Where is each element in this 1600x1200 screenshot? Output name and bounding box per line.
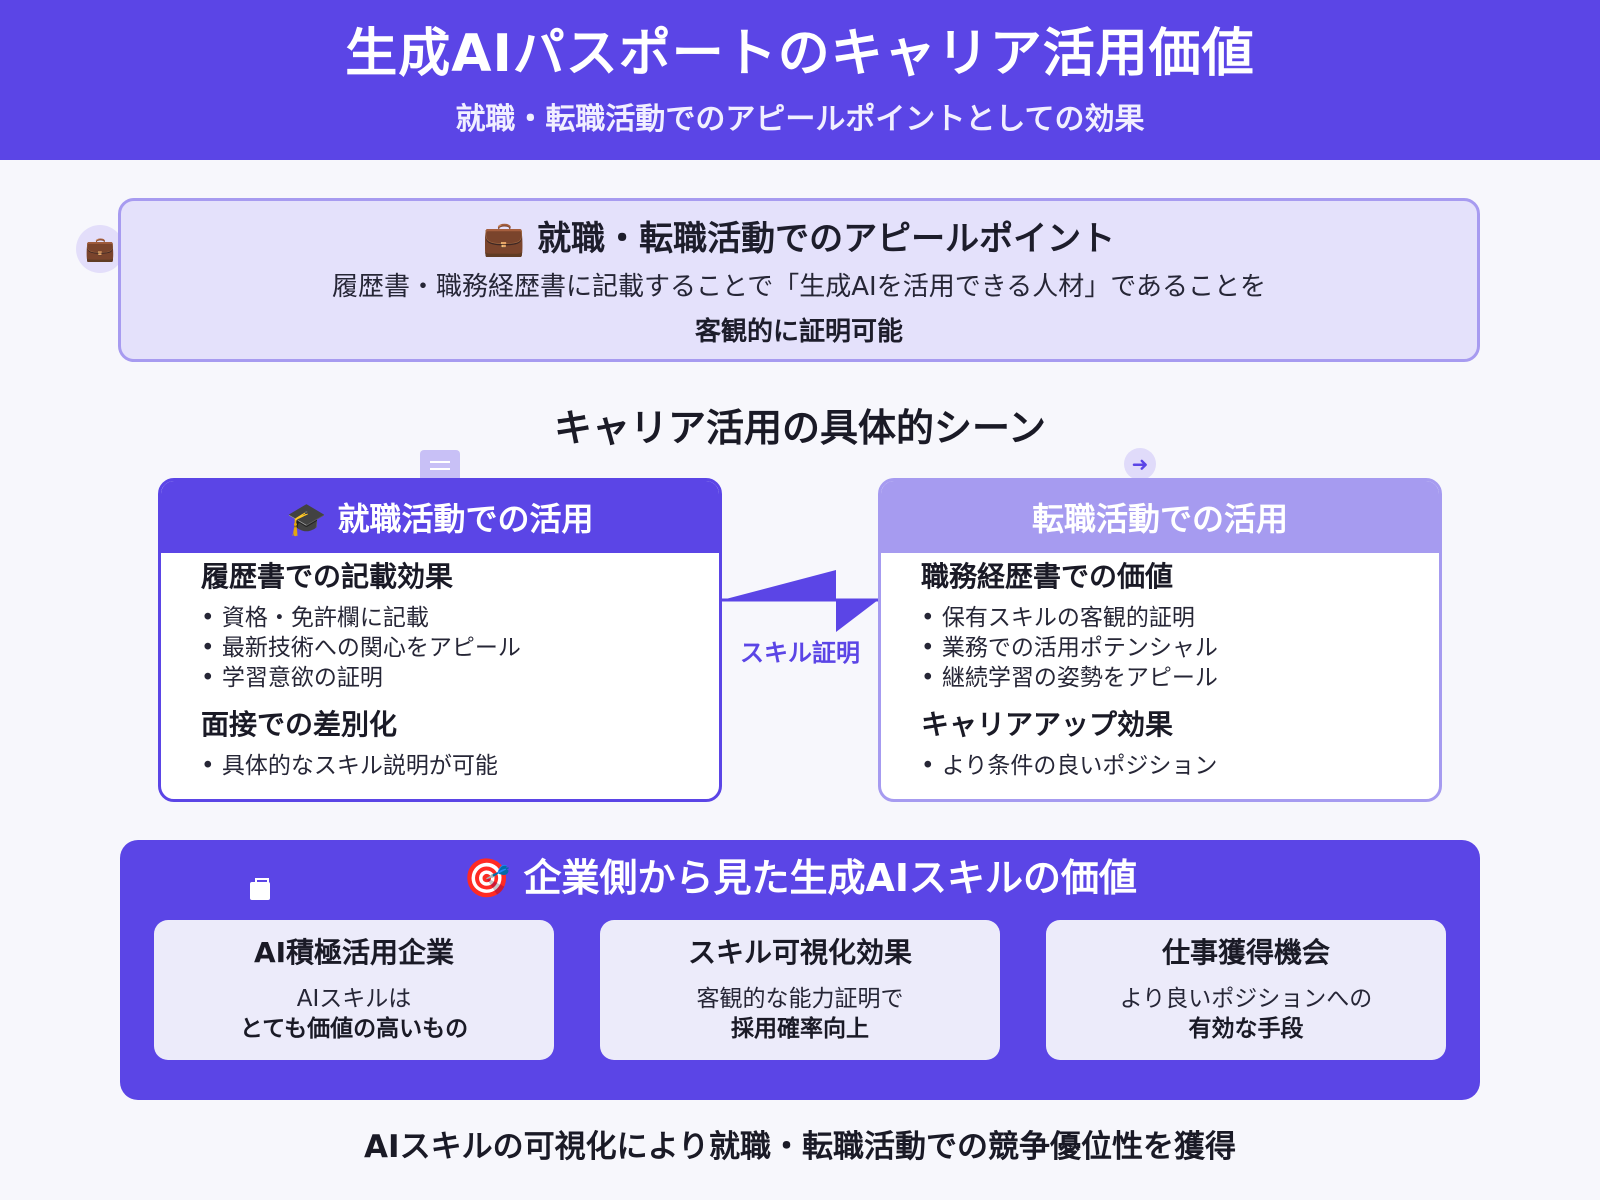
appeal-emphasis: 客観的に証明可能 [694,317,903,347]
list-item: 業務での活用ポテンシャル [921,633,1439,663]
value-card-skill-visibility: スキル可視化効果 客観的な能力証明で 採用確率向上 [600,920,1000,1060]
list-item: より条件の良いポジション [921,751,1439,781]
connector-arrow-lower [836,600,878,632]
list-item: 学習意欲の証明 [201,663,719,693]
job-change-header: 転職活動での活用 [881,481,1439,553]
value-card-emphasis: 採用確率向上 [731,1016,869,1042]
page-header: 生成AIパスポートのキャリア活用価値 就職・転職活動でのアピールポイントとしての… [0,0,1600,160]
appeal-description: 履歴書・職務経歴書に記載することで「生成AIを活用できる人材」であることを [332,272,1266,302]
career-up-title: キャリアアップ効果 [921,708,1174,741]
arrow-right-icon: ➜ [1124,448,1156,480]
job-hunting-header: 🎓 就職活動での活用 [161,481,719,553]
value-card-text: より良いポジションへの [1119,986,1373,1012]
connector-arrow-upper [722,570,836,600]
company-value-title: 🎯 企業側から見た生成AIスキルの価値 [462,856,1138,900]
value-card-job-opportunity: 仕事獲得機会 より良いポジションへの 有効な手段 [1046,920,1446,1060]
list-item: 具体的なスキル説明が可能 [201,751,719,781]
job-hunting-card: 🎓 就職活動での活用 履歴書での記載効果 資格・免許欄に記載 最新技術への関心を… [158,478,722,802]
list-item: 継続学習の姿勢をアピール [921,663,1439,693]
career-up-list: より条件の良いポジション [921,751,1439,781]
skill-proof-connector [722,570,878,632]
bag-icon [250,878,270,900]
list-item: 最新技術への関心をアピール [201,633,719,663]
value-card-title: スキル可視化効果 [687,936,912,969]
appeal-point-box: 💼 就職・転職活動でのアピールポイント 履歴書・職務経歴書に記載することで「生成… [118,198,1480,362]
footer-summary: AIスキルの可視化により就職・転職活動での競争優位性を獲得 [364,1129,1236,1165]
page-title: 生成AIパスポートのキャリア活用価値 [345,24,1255,84]
value-card-emphasis: 有効な手段 [1188,1016,1304,1042]
value-card-text: AIスキルは [296,986,412,1012]
company-value-panel: 🎯 企業側から見た生成AIスキルの価値 AI積極活用企業 AIスキルは とても価… [120,840,1480,1100]
career-history-title: 職務経歴書での価値 [921,560,1174,593]
appeal-title: 💼 就職・転職活動でのアピールポイント [482,219,1116,259]
page-subtitle: 就職・転職活動でのアピールポイントとしての効果 [455,102,1145,137]
value-card-emphasis: とても価値の高いもの [239,1016,469,1042]
resume-effect-title: 履歴書での記載効果 [201,560,454,593]
job-change-card: 転職活動での活用 職務経歴書での価値 保有スキルの客観的証明 業務での活用ポテン… [878,478,1442,802]
connector-label: スキル証明 [740,639,860,667]
value-card-ai-companies: AI積極活用企業 AIスキルは とても価値の高いもの [154,920,554,1060]
interview-list: 具体的なスキル説明が可能 [201,751,719,781]
scenes-title: キャリア活用の具体的シーン [553,406,1047,450]
resume-effect-list: 資格・免許欄に記載 最新技術への関心をアピール 学習意欲の証明 [201,603,719,693]
value-card-title: 仕事獲得機会 [1161,936,1330,969]
value-card-title: AI積極活用企業 [253,936,455,969]
briefcase-icon: 💼 [76,225,124,273]
document-icon [420,450,460,480]
interview-title: 面接での差別化 [201,708,398,741]
value-card-text: 客観的な能力証明で [696,986,904,1012]
career-history-list: 保有スキルの客観的証明 業務での活用ポテンシャル 継続学習の姿勢をアピール [921,603,1439,693]
list-item: 保有スキルの客観的証明 [921,603,1439,633]
list-item: 資格・免許欄に記載 [201,603,719,633]
